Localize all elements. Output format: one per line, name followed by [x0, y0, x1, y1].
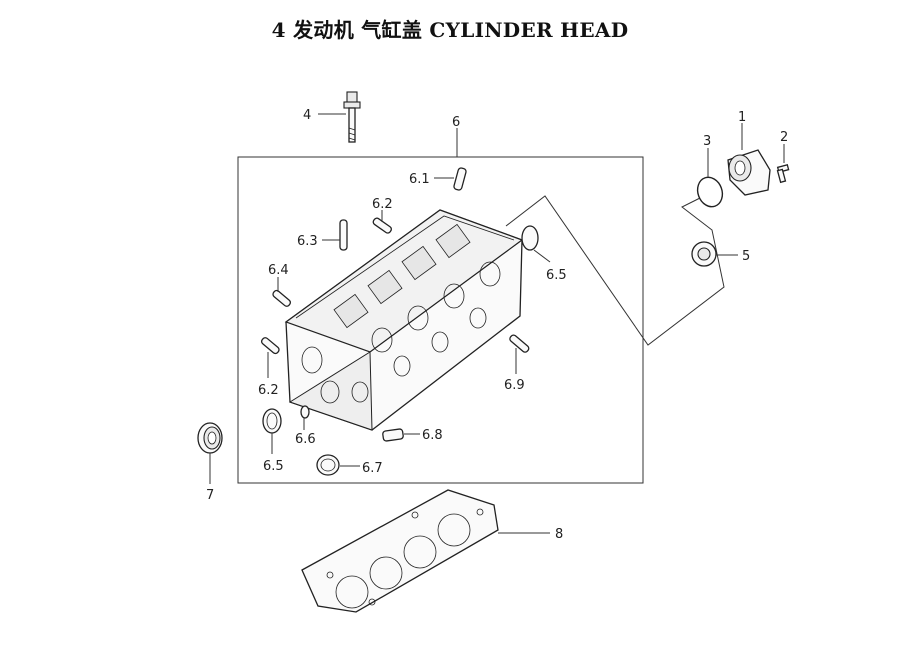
cylinder-head-body [284, 209, 524, 431]
callout-4: 4 [303, 108, 311, 123]
seal-6-7 [316, 454, 340, 476]
callout-6-2-top: 6.2 [372, 197, 393, 212]
dowel-pin-6-1 [453, 167, 467, 191]
cover-housing-part-1 [727, 149, 771, 196]
dowel-pin-6-2-bottom [260, 337, 280, 355]
callout-2: 2 [780, 130, 788, 145]
callout-6-3: 6.3 [297, 234, 318, 249]
head-bolt-part [343, 91, 361, 143]
callout-6-1: 6.1 [409, 172, 430, 187]
callout-6-9: 6.9 [504, 378, 525, 393]
callout-6-8: 6.8 [422, 428, 443, 443]
callout-6-4: 6.4 [268, 263, 289, 278]
callout-7: 7 [206, 488, 214, 503]
callout-6-6: 6.6 [295, 432, 316, 447]
callout-1: 1 [738, 110, 746, 125]
callout-3: 3 [703, 134, 711, 149]
dowel-pin-6-3 [339, 219, 348, 251]
callout-6: 6 [452, 115, 460, 130]
dowel-pin-6-4 [272, 289, 292, 307]
leader-line-6-5-to-5 [505, 195, 725, 346]
callout-5: 5 [742, 249, 750, 264]
o-ring-part-3 [696, 176, 724, 208]
head-gasket-part-8 [301, 489, 499, 613]
seal-part-5 [691, 241, 717, 267]
callout-8: 8 [555, 527, 563, 542]
oil-seal-part-7 [197, 422, 223, 454]
page-title: 4 发动机 气缸盖 CYLINDER HEAD [271, 18, 629, 42]
cylinder-head-assembly-box [237, 156, 644, 484]
dowel-pin-6-9 [509, 334, 530, 353]
guide-6-8 [382, 428, 404, 442]
seal-6-5-bottom [262, 408, 282, 434]
callout-6-5-right: 6.5 [546, 268, 567, 283]
dowel-pin-6-2-top [372, 217, 392, 234]
bolt-part-2 [776, 163, 790, 184]
plug-6-6 [300, 405, 310, 419]
callout-6-7: 6.7 [362, 461, 383, 476]
callout-6-5-left: 6.5 [263, 459, 284, 474]
seal-6-5-top [521, 225, 539, 251]
callout-6-2-bottom: 6.2 [258, 383, 279, 398]
